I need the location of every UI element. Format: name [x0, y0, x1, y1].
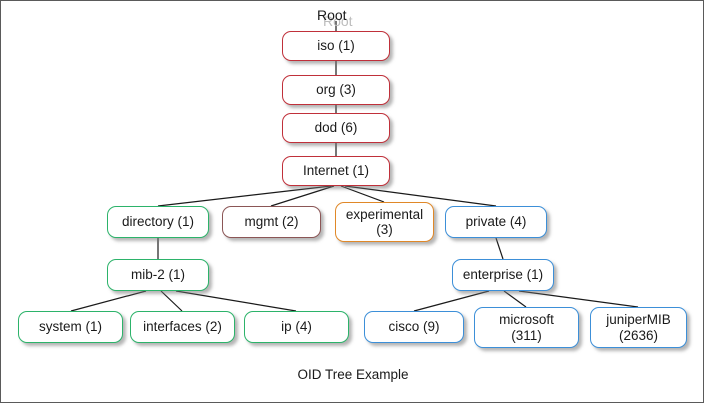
edge-enterprise-to-juniperMIB — [518, 290, 639, 308]
node-system[interactable]: system (1) — [18, 311, 123, 343]
node-cisco[interactable]: cisco (9) — [364, 311, 464, 343]
node-dod[interactable]: dod (6) — [282, 113, 390, 143]
edge-enterprise-to-microsoft — [503, 290, 527, 308]
edge-mib2-to-system — [70, 290, 147, 312]
node-label-private: private (4) — [465, 214, 527, 230]
node-iso[interactable]: iso (1) — [282, 31, 390, 61]
node-label-mgmt: mgmt (2) — [244, 214, 299, 230]
node-experimental[interactable]: experimental (3) — [335, 202, 434, 242]
node-label-iso: iso (1) — [317, 38, 355, 54]
node-label-org: org (3) — [316, 82, 356, 98]
node-juniperMIB[interactable]: juniperMIB (2636) — [590, 307, 687, 348]
edge-internet-to-mgmt — [270, 185, 335, 207]
node-label-cisco: cisco (9) — [388, 319, 440, 335]
edge-mib2-to-ip — [175, 290, 297, 312]
node-label-internet: Internet (1) — [302, 163, 370, 179]
node-interfaces[interactable]: interfaces (2) — [130, 311, 235, 343]
node-microsoft[interactable]: microsoft (311) — [474, 307, 579, 348]
node-label-ip: ip (4) — [281, 319, 312, 335]
edge-internet-to-directory — [157, 185, 332, 207]
root-label-shadow: Root — [323, 13, 353, 29]
edge-mib2-to-interfaces — [160, 290, 183, 312]
node-label-system: system (1) — [38, 319, 102, 335]
node-label-directory: directory (1) — [121, 214, 194, 230]
node-label-microsoft: microsoft (311) — [499, 312, 554, 343]
root-label: Root — [317, 7, 347, 23]
node-enterprise[interactable]: enterprise (1) — [452, 259, 554, 291]
node-label-mib2: mib-2 (1) — [130, 267, 185, 283]
node-label-enterprise: enterprise (1) — [462, 267, 544, 283]
node-mgmt[interactable]: mgmt (2) — [222, 206, 321, 238]
diagram-caption: OID Tree Example — [297, 367, 409, 382]
edge-private-to-enterprise — [495, 237, 504, 260]
node-label-experimental: experimental (3) — [345, 206, 424, 237]
node-org[interactable]: org (3) — [282, 75, 390, 105]
node-label-juniperMIB: juniperMIB (2636) — [606, 312, 671, 343]
node-mib2[interactable]: mib-2 (1) — [107, 259, 209, 291]
node-directory[interactable]: directory (1) — [107, 206, 209, 238]
node-private[interactable]: private (4) — [445, 206, 547, 238]
node-internet[interactable]: Internet (1) — [282, 156, 390, 186]
node-label-interfaces: interfaces (2) — [143, 319, 222, 335]
node-ip[interactable]: ip (4) — [244, 311, 349, 343]
edge-internet-to-experimental — [340, 185, 385, 203]
node-label-dod: dod (6) — [314, 120, 358, 136]
